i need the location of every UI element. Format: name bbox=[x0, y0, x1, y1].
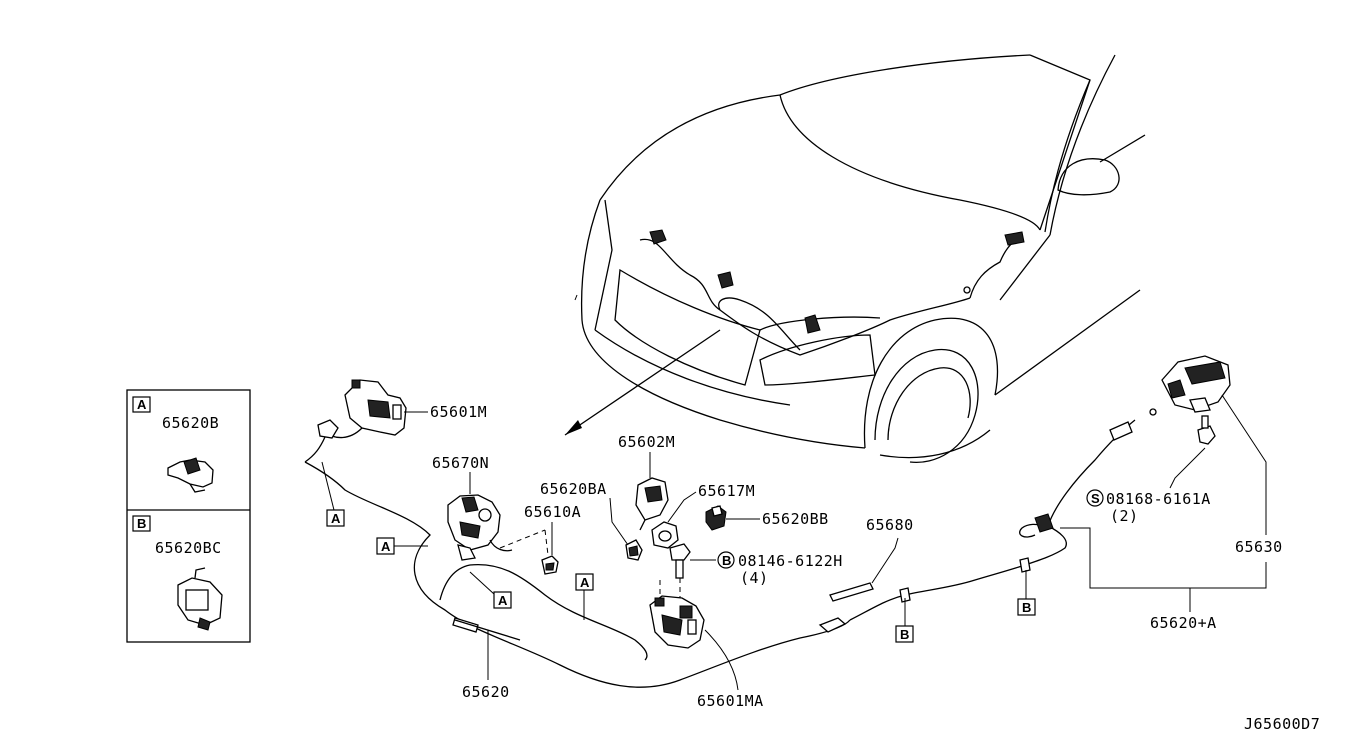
label-65601m: 65601M bbox=[430, 403, 487, 421]
svg-text:A: A bbox=[331, 511, 341, 526]
clip-65620bc-icon bbox=[177, 567, 223, 631]
label-08168: 08168-6161A bbox=[1106, 490, 1211, 508]
screw-08168-icon bbox=[1197, 415, 1216, 445]
label-65610a: 65610A bbox=[524, 503, 581, 521]
label-08168-symbol: S bbox=[1091, 491, 1100, 506]
bracket-65602m-icon bbox=[635, 477, 669, 531]
engine-bay-cable bbox=[564, 229, 1025, 436]
svg-text:B: B bbox=[900, 627, 909, 642]
label-65670n: 65670N bbox=[432, 454, 489, 472]
label-08146: 08146-6122H bbox=[738, 552, 843, 570]
bolt-08146-icon bbox=[669, 543, 691, 579]
diagram-id: J65600D7 bbox=[1244, 715, 1320, 733]
label-65602m: 65602M bbox=[618, 433, 675, 451]
clip-65620bb-icon bbox=[705, 505, 727, 531]
prop-rod-65680-icon bbox=[829, 582, 874, 602]
connector-a-1: A bbox=[321, 461, 345, 527]
label-08146-symbol: B bbox=[722, 553, 731, 568]
hood-lock-65601ma-icon bbox=[649, 595, 705, 649]
legend-b-letter: B bbox=[137, 516, 146, 531]
legend-box: A 65620B B 65620BC bbox=[126, 389, 251, 643]
hood-release-cable bbox=[304, 419, 1136, 688]
clip-65620b-icon bbox=[167, 457, 214, 493]
bolt-symbol-circle bbox=[717, 551, 735, 569]
connector-a-4: A bbox=[575, 573, 594, 620]
connector-a-3: A bbox=[469, 571, 512, 609]
label-65601ma: 65601MA bbox=[697, 692, 764, 710]
label-08168-qty: (2) bbox=[1110, 507, 1139, 525]
svg-text:A: A bbox=[498, 593, 508, 608]
legend-b-part: 65620BC bbox=[155, 539, 222, 557]
label-65620ba: 65620BA bbox=[540, 480, 607, 498]
legend-a-letter: A bbox=[137, 397, 147, 412]
label-65620a: 65620+A bbox=[1150, 614, 1217, 632]
label-65620: 65620 bbox=[462, 683, 510, 701]
connector-b-2: B bbox=[1017, 570, 1036, 616]
label-65620bb: 65620BB bbox=[762, 510, 829, 528]
label-65617m: 65617M bbox=[698, 482, 755, 500]
connector-a-2: A bbox=[376, 537, 428, 555]
screw-symbol-circle bbox=[1086, 489, 1104, 507]
connector-b-1: B bbox=[895, 598, 914, 643]
svg-text:B: B bbox=[1022, 600, 1031, 615]
clip-65620ba-icon bbox=[625, 539, 643, 561]
legend-a-part: 65620B bbox=[162, 414, 219, 432]
release-handle-65630-icon bbox=[1149, 355, 1231, 416]
label-65630: 65630 bbox=[1235, 538, 1283, 556]
label-65680: 65680 bbox=[866, 516, 914, 534]
svg-text:A: A bbox=[381, 539, 391, 554]
bumper-65610a-icon bbox=[541, 555, 559, 575]
label-08146-qty: (4) bbox=[740, 569, 769, 587]
hood-lock-65670n-icon bbox=[447, 494, 513, 561]
svg-text:A: A bbox=[580, 575, 590, 590]
hood-lock-65601m-icon bbox=[304, 379, 407, 463]
car-outline bbox=[574, 54, 1146, 464]
grommet-65617m-icon bbox=[651, 521, 679, 549]
